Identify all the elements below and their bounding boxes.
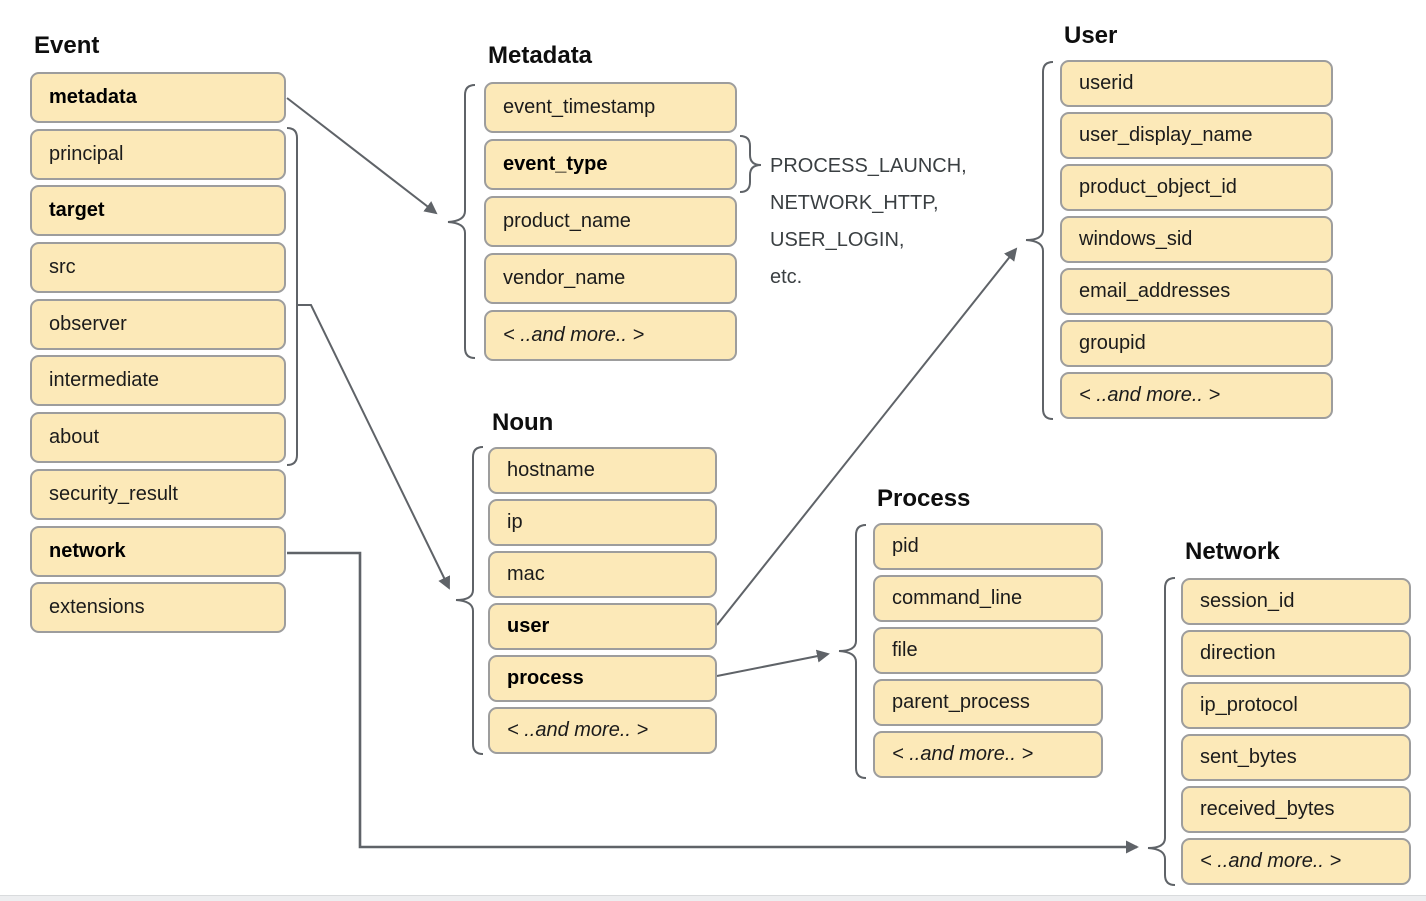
field-user-groupid: groupid (1060, 320, 1333, 367)
arrow-event-nouns-to-noun-group (297, 304, 450, 590)
arrow-metadata-to-metadata-group (286, 97, 438, 215)
metadata-left-brace (447, 84, 476, 359)
field-process-pid: pid (873, 523, 1103, 570)
field-process-command-line: command_line (873, 575, 1103, 622)
arrow-event-network-to-network-group (287, 551, 1139, 854)
field-event-metadata: metadata (30, 72, 286, 123)
field-process-parent-process: parent_process (873, 679, 1103, 726)
group-noun-title: Noun (492, 409, 554, 436)
group-user: User userid user_display_name product_obje… (1060, 22, 1333, 419)
group-user-rows: userid user_display_name product_object_id… (1060, 60, 1333, 419)
field-noun-ip: ip (488, 499, 717, 546)
event-type-value-line: etc. (770, 266, 803, 288)
arrow-noun-user-to-user-group (716, 247, 1018, 626)
field-metadata-product-name: product_name (484, 196, 737, 247)
field-network-direction: direction (1181, 630, 1411, 677)
field-user-and-more: < ..and more.. > (1060, 372, 1333, 419)
page-bottom-border (0, 895, 1426, 901)
group-event-title: Event (34, 32, 100, 59)
event-type-value-line: NETWORK_HTTP, (770, 192, 939, 214)
field-event-target: target (30, 185, 286, 237)
event-type-right-brace (739, 135, 762, 193)
field-process-and-more: < ..and more.. > (873, 731, 1103, 778)
field-user-windows-sid: windows_sid (1060, 216, 1333, 263)
field-noun-user: user (488, 603, 717, 650)
field-metadata-event-timestamp: event_timestamp (484, 82, 737, 133)
field-user-userid: userid (1060, 60, 1333, 107)
event-type-example-values: PROCESS_LAUNCH, NETWORK_HTTP, USER_LOGIN… (770, 148, 967, 296)
field-metadata-event-type: event_type (484, 139, 737, 190)
field-noun-and-more: < ..and more.. > (488, 707, 717, 754)
event-type-value-line: USER_LOGIN, (770, 229, 905, 251)
field-event-extensions: extensions (30, 582, 286, 634)
field-event-intermediate: intermediate (30, 355, 286, 407)
field-network-ip-protocol: ip_protocol (1181, 682, 1411, 729)
field-user-email-addresses: email_addresses (1060, 268, 1333, 315)
field-noun-hostname: hostname (488, 447, 717, 494)
event-nouns-bracket (286, 127, 298, 466)
field-network-session-id: session_id (1181, 578, 1411, 625)
group-process-title: Process (877, 485, 971, 512)
field-event-network: network (30, 525, 286, 577)
field-metadata-and-more: < ..and more.. > (484, 310, 737, 361)
group-network-title: Network (1185, 538, 1280, 565)
field-event-src: src (30, 242, 286, 294)
field-event-security-result: security_result (30, 468, 286, 520)
group-user-title: User (1064, 22, 1118, 49)
field-user-product-object-id: product_object_id (1060, 164, 1333, 211)
field-process-file: file (873, 627, 1103, 674)
event-type-value-line: PROCESS_LAUNCH, (770, 155, 967, 177)
field-network-sent-bytes: sent_bytes (1181, 734, 1411, 781)
field-noun-mac: mac (488, 551, 717, 598)
network-left-brace (1147, 577, 1176, 886)
field-network-and-more: < ..and more.. > (1181, 838, 1411, 885)
field-event-principal: principal (30, 128, 286, 180)
group-network-rows: session_id direction ip_protocol sent_bytes… (1181, 578, 1411, 885)
field-event-observer: observer (30, 298, 286, 350)
field-metadata-vendor-name: vendor_name (484, 253, 737, 304)
field-noun-process: process (488, 655, 717, 702)
field-network-received-bytes: received_bytes (1181, 786, 1411, 833)
noun-left-brace (455, 446, 484, 755)
group-noun: Noun hostname ip mac user process < ..and mor… (488, 409, 717, 754)
group-metadata-title: Metadata (488, 42, 593, 69)
process-left-brace (838, 524, 867, 779)
arrow-noun-process-to-process-group (716, 649, 830, 677)
field-user-user-display-name: user_display_name (1060, 112, 1333, 159)
field-event-about: about (30, 412, 286, 464)
user-left-brace (1025, 61, 1054, 420)
group-noun-rows: hostname ip mac user process < ..and more.. > (488, 447, 717, 754)
